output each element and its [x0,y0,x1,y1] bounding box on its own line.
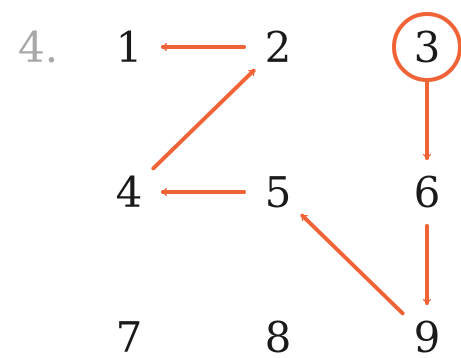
node-7: 7 [116,313,143,358]
arrow-9-to-5 [300,213,405,316]
node-8: 8 [265,313,292,358]
node-6: 6 [414,168,441,217]
node-3: 3 [414,23,441,72]
node-2: 2 [265,23,292,72]
highlight-ring-3 [392,12,461,82]
node-9: 9 [414,313,441,358]
step-label: 4. [18,23,58,72]
node-1: 1 [116,23,143,72]
arrow-4-to-2 [151,68,256,171]
node-4: 4 [116,168,143,217]
node-5: 5 [265,168,292,217]
arrows-layer [151,47,427,316]
nodes-layer: 1 2 3 4 5 6 7 8 9 [116,23,441,358]
